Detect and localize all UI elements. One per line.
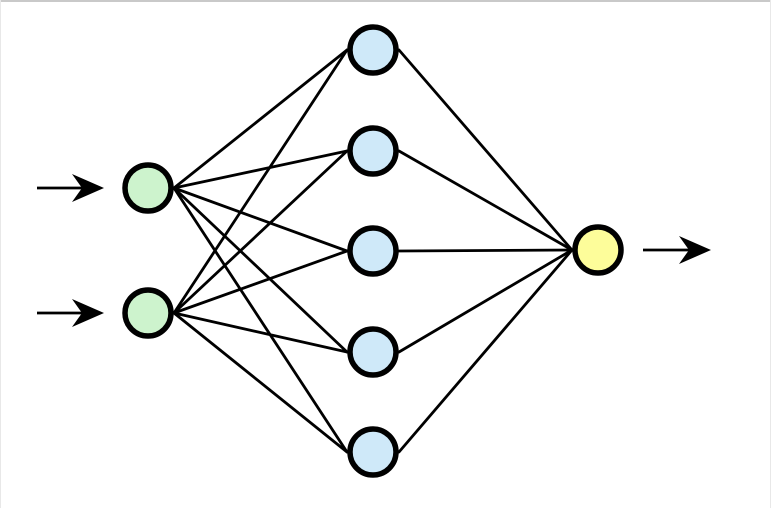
edge-line bbox=[172, 311, 349, 354]
edge-line bbox=[172, 186, 349, 253]
edge-line bbox=[172, 149, 349, 315]
edge-line bbox=[172, 48, 349, 315]
edge-line bbox=[397, 149, 574, 252]
edge-line bbox=[397, 248, 574, 253]
edge-line bbox=[172, 249, 349, 315]
output-node bbox=[572, 224, 624, 276]
edge-line bbox=[397, 248, 574, 354]
edge-line bbox=[172, 48, 349, 190]
edge-line bbox=[397, 248, 574, 454]
edge-line bbox=[172, 149, 349, 190]
edge-line bbox=[397, 48, 574, 252]
edge-line bbox=[172, 186, 349, 454]
input-arrow-head bbox=[72, 174, 104, 202]
input-arrow-head bbox=[72, 299, 104, 327]
hidden-node bbox=[347, 326, 399, 378]
edge-line bbox=[172, 186, 349, 354]
hidden-node bbox=[347, 426, 399, 478]
hidden-node bbox=[347, 225, 399, 277]
input-node bbox=[122, 162, 174, 214]
output-arrow-head bbox=[679, 236, 711, 264]
edge-line bbox=[172, 311, 349, 454]
input-node bbox=[122, 287, 174, 339]
hidden-node bbox=[347, 125, 399, 177]
hidden-node bbox=[347, 24, 399, 76]
